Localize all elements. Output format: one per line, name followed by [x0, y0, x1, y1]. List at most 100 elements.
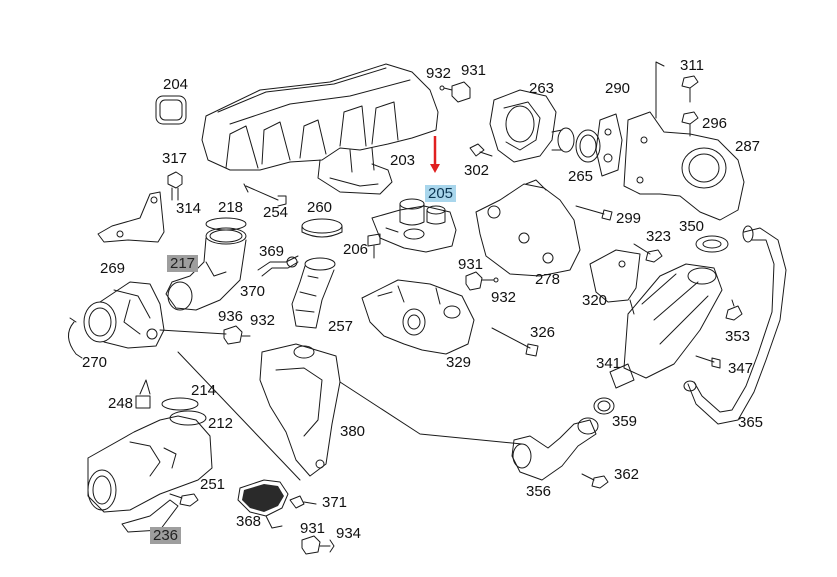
callout-931[interactable]: 931 — [458, 256, 484, 273]
part-314-bracket[interactable] — [97, 191, 165, 243]
part-203-intake-manifold[interactable] — [201, 63, 439, 195]
part-257-hose[interactable] — [291, 257, 336, 329]
part-931-connector[interactable] — [439, 81, 471, 103]
part-323-bolt[interactable] — [633, 243, 663, 263]
part-380-bracket[interactable] — [259, 343, 341, 477]
callout-248[interactable]: 248 — [108, 395, 134, 412]
callout-326[interactable]: 326 — [530, 324, 556, 341]
callout-932[interactable]: 932 — [250, 312, 276, 329]
part-359-seal-ring[interactable] — [593, 397, 615, 415]
part-263-valve[interactable] — [489, 89, 575, 163]
part-311-bolt[interactable] — [681, 75, 699, 103]
callout-380[interactable]: 380 — [340, 423, 366, 440]
callout-204[interactable]: 204 — [163, 76, 189, 93]
part-296-bolt[interactable] — [681, 111, 699, 137]
callout-251[interactable]: 251 — [200, 476, 226, 493]
part-278-bracket[interactable] — [475, 179, 581, 277]
part-329-egr-housing[interactable] — [361, 279, 475, 355]
callout-254[interactable]: 254 — [263, 204, 289, 221]
part-302-bolt[interactable] — [469, 143, 493, 157]
part-299-bolt[interactable] — [575, 205, 613, 221]
part-347-bolt[interactable] — [695, 355, 721, 369]
callout-269[interactable]: 269 — [100, 260, 126, 277]
callout-341[interactable]: 341 — [596, 355, 622, 372]
callout-217[interactable]: 217 — [167, 255, 199, 272]
callout-368[interactable]: 368 — [236, 513, 262, 530]
callout-212[interactable]: 212 — [208, 415, 234, 432]
callout-329[interactable]: 329 — [446, 354, 472, 371]
part-326-bolt[interactable] — [491, 327, 539, 357]
callout-214[interactable]: 214 — [191, 382, 217, 399]
callout-296[interactable]: 296 — [702, 115, 728, 132]
part-270-clip[interactable] — [68, 317, 83, 359]
callout-317[interactable]: 317 — [162, 150, 188, 167]
leader-lines — [159, 329, 523, 481]
callout-299[interactable]: 299 — [616, 210, 642, 227]
part-287-housing[interactable] — [623, 61, 745, 221]
part-341-egr-cooler[interactable] — [609, 263, 723, 389]
callout-362[interactable]: 362 — [614, 466, 640, 483]
callout-370[interactable]: 370 — [240, 283, 266, 300]
callout-206[interactable]: 206 — [343, 241, 369, 258]
callout-320[interactable]: 320 — [582, 292, 608, 309]
part-365-coolant-pipe[interactable] — [683, 225, 787, 425]
part-317-bolt[interactable] — [167, 171, 183, 201]
callout-931[interactable]: 931 — [461, 62, 487, 79]
part-212-throttle-assembly[interactable] — [87, 410, 213, 513]
callout-356[interactable]: 356 — [526, 483, 552, 500]
callout-257[interactable]: 257 — [328, 318, 354, 335]
part-931b-connector[interactable] — [465, 271, 499, 291]
callout-932[interactable]: 932 — [491, 289, 517, 306]
part-353-bolt[interactable] — [725, 299, 743, 321]
callout-203[interactable]: 203 — [390, 152, 416, 169]
part-936-connector[interactable] — [223, 325, 251, 345]
part-204-gasket[interactable] — [155, 95, 187, 125]
callout-260[interactable]: 260 — [307, 199, 333, 216]
part-371-bolt[interactable] — [289, 495, 317, 509]
callout-278[interactable]: 278 — [535, 271, 561, 288]
part-350-gasket[interactable] — [695, 235, 729, 253]
callout-934[interactable]: 934 — [336, 525, 362, 542]
callout-287[interactable]: 287 — [735, 138, 761, 155]
callout-236[interactable]: 236 — [150, 527, 182, 544]
callout-936[interactable]: 936 — [218, 308, 244, 325]
callout-290[interactable]: 290 — [605, 80, 631, 97]
part-260-clamp[interactable] — [301, 218, 343, 238]
callout-365[interactable]: 365 — [738, 414, 764, 431]
part-251-bolt[interactable] — [169, 493, 199, 507]
callout-265[interactable]: 265 — [568, 168, 594, 185]
part-248-bolt[interactable] — [135, 379, 151, 409]
callout-218[interactable]: 218 — [218, 199, 244, 216]
callout-205-selected[interactable]: 205 — [425, 185, 457, 202]
callout-323[interactable]: 323 — [646, 228, 672, 245]
part-265-gasket[interactable] — [575, 129, 601, 163]
part-206-bolt[interactable] — [367, 233, 381, 259]
callout-347[interactable]: 347 — [728, 360, 754, 377]
callout-932[interactable]: 932 — [426, 65, 452, 82]
part-356-exhaust-pipe[interactable] — [511, 417, 599, 481]
callout-353[interactable]: 353 — [725, 328, 751, 345]
callout-931[interactable]: 931 — [300, 520, 326, 537]
part-290-gasket-plate[interactable] — [595, 113, 623, 177]
part-254-bolt[interactable] — [243, 183, 287, 207]
part-369-hose[interactable] — [257, 255, 299, 277]
callout-350[interactable]: 350 — [679, 218, 705, 235]
callout-359[interactable]: 359 — [612, 413, 638, 430]
part-214-seal-ring[interactable] — [161, 397, 199, 411]
part-218-seal-ring[interactable] — [205, 217, 247, 231]
callout-263[interactable]: 263 — [529, 80, 555, 97]
part-362-bolt[interactable] — [581, 473, 609, 489]
part-205-egr-valve[interactable] — [371, 198, 457, 253]
callout-369[interactable]: 369 — [259, 243, 285, 260]
callout-302[interactable]: 302 — [464, 162, 490, 179]
callout-311[interactable]: 311 — [680, 57, 704, 74]
part-931c-connector[interactable] — [301, 535, 335, 555]
callout-270[interactable]: 270 — [82, 354, 108, 371]
part-320-bracket[interactable] — [589, 249, 641, 315]
callout-314[interactable]: 314 — [176, 200, 202, 217]
part-269-throttle-body[interactable] — [83, 281, 165, 349]
part-236-bracket[interactable] — [121, 499, 179, 533]
callout-371[interactable]: 371 — [322, 494, 348, 511]
